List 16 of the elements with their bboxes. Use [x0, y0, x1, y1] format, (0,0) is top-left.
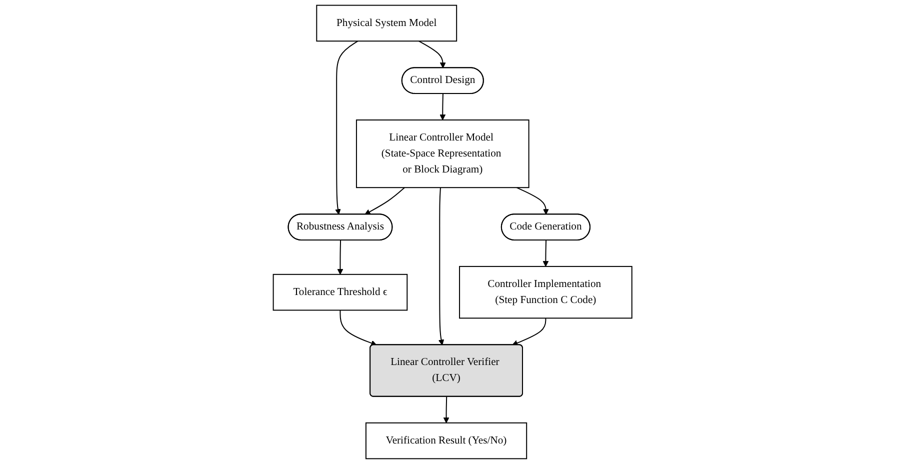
arrow — [365, 187, 406, 215]
node-box: Physical System Model — [316, 4, 458, 42]
node-box: Tolerance Threshold ϵ — [273, 274, 408, 311]
arrow — [512, 318, 547, 346]
arrow — [418, 40, 446, 68]
arrow — [340, 310, 378, 346]
node-box: Controller Implementation (Step Function C Code) — [459, 266, 633, 319]
arrow — [440, 93, 446, 120]
arrow — [335, 40, 359, 215]
node-box: Verification Result (Yes/No) — [366, 422, 528, 460]
arrow — [543, 240, 550, 267]
arrow — [444, 396, 450, 424]
arrow — [338, 240, 344, 275]
arrow — [438, 187, 444, 346]
node-box: Linear Controller Model (State-Space Representation or Block Diagram) — [356, 119, 530, 188]
arrow — [516, 187, 550, 215]
